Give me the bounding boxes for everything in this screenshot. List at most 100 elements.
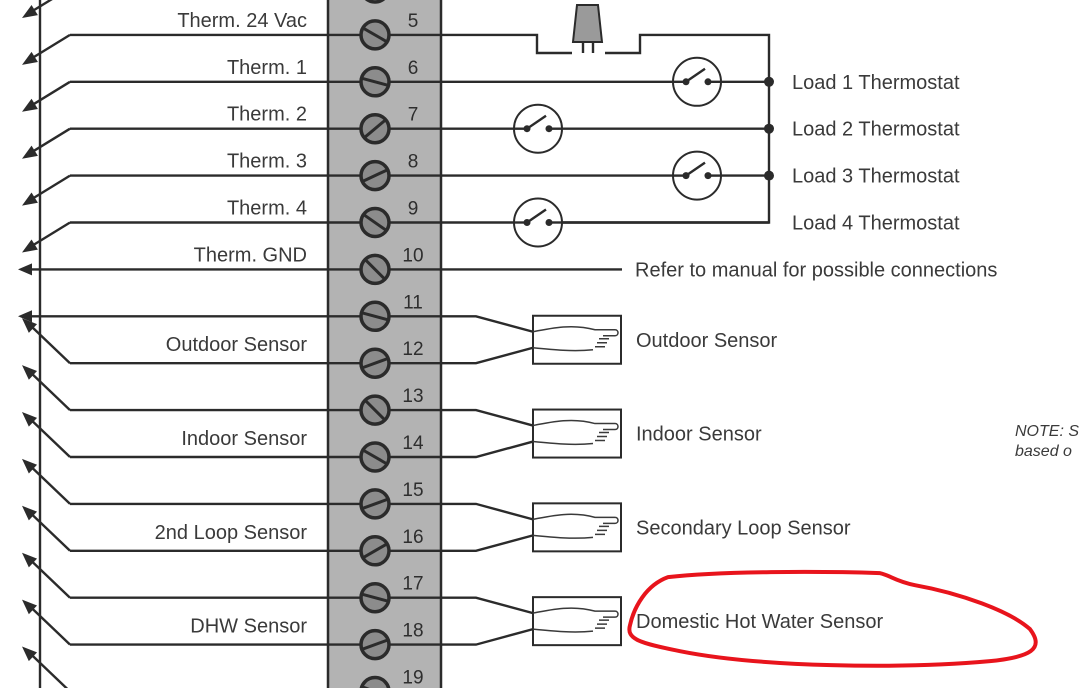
thermostat-label: Load 1 Thermostat	[792, 72, 960, 94]
sensor-box	[532, 596, 622, 647]
screw-slot	[362, 357, 388, 370]
sensor-1: Outdoor Sensor	[441, 314, 778, 365]
thermostat-label: Load 3 Thermostat	[792, 166, 960, 188]
screw-slot	[362, 498, 388, 510]
terminal-screws: 45678910111213141516171819	[359, 0, 424, 688]
sensor-2: Indoor Sensor	[441, 408, 762, 459]
sensor-box	[532, 314, 622, 365]
screw-slot	[364, 259, 386, 280]
screw-slot	[362, 76, 388, 87]
note-line-1: NOTE: S	[1015, 423, 1079, 440]
arrow-icon	[22, 239, 38, 253]
arrow-icon	[22, 599, 38, 615]
lead-line	[25, 554, 71, 599]
thermostat-3: Load 3 Thermostat	[441, 150, 960, 201]
sensor-wire	[441, 596, 534, 615]
sensor-wire	[441, 502, 534, 521]
terminal-18: 18	[359, 621, 424, 661]
wire-nut-icon	[571, 4, 604, 43]
terminal-label: Therm. 24 Vac	[177, 10, 307, 32]
arrow-icon	[22, 145, 38, 159]
junction-dot	[764, 76, 774, 87]
terminal-block	[326, 0, 443, 688]
lead-line	[25, 601, 71, 646]
screw-slot	[362, 168, 388, 183]
arrow-icon	[22, 192, 38, 206]
terminal-number: 14	[402, 433, 424, 454]
sensor-3: Secondary Loop Sensor	[441, 502, 851, 553]
sensor-wire	[441, 346, 534, 365]
terminal-11: 11	[359, 292, 423, 333]
terminal-number: 12	[402, 339, 423, 360]
terminal-4: 4	[364, 0, 386, 4]
terminal-6: 6	[359, 58, 418, 98]
terminal-number: 15	[402, 480, 423, 501]
screw-icon	[359, 675, 391, 688]
terminal-14: 14	[359, 433, 424, 473]
terminal-number: 19	[402, 668, 423, 688]
terminal-label: Therm. 1	[227, 57, 307, 79]
arrow-icon	[22, 412, 38, 427]
pointing-hand-icon	[532, 513, 619, 539]
arrow-icon	[22, 505, 38, 521]
thermostat-label: Load 4 Thermostat	[792, 213, 960, 235]
terminal-19: 19	[359, 668, 424, 688]
pointing-hand-icon	[532, 325, 619, 352]
terminal-number: 5	[408, 11, 419, 32]
screw-slot	[362, 449, 388, 465]
terminal-number: 18	[402, 621, 423, 642]
switch-blade	[685, 67, 706, 83]
sensor-label: Secondary Loop Sensor	[636, 517, 851, 539]
terminal-10: 10	[359, 245, 424, 286]
highlight-annotation	[627, 569, 1038, 668]
terminal-5: 5	[359, 11, 419, 51]
arrow-icon	[18, 310, 32, 323]
side-note: NOTE: S based o	[1015, 423, 1079, 460]
gnd-note: Refer to manual for possible connections	[635, 259, 997, 281]
terminal-number: 16	[402, 527, 423, 548]
screw-icon	[364, 0, 386, 4]
lead-line	[25, 414, 71, 458]
terminal-label: DHW Sensor	[190, 616, 307, 638]
sensor-wire	[441, 408, 534, 427]
sensor-box	[532, 502, 622, 553]
lead-line	[25, 320, 71, 365]
thermostat-1: Load 1 Thermostat	[441, 56, 960, 107]
terminal-label: Therm. 2	[227, 104, 307, 126]
sensor-wire	[441, 440, 534, 459]
terminal-number: 8	[408, 152, 419, 173]
arrow-icon	[22, 51, 38, 65]
lead-line	[25, 367, 71, 411]
terminal-15: 15	[359, 480, 424, 520]
terminal-label: Therm. GND	[194, 244, 307, 266]
pointing-hand-icon	[532, 607, 619, 633]
terminal-label: Outdoor Sensor	[166, 334, 308, 356]
sensor-wire	[441, 534, 534, 552]
terminal-label: 2nd Loop Sensor	[155, 522, 308, 544]
arrow-icon	[22, 646, 38, 662]
terminal-strip	[38, 0, 443, 688]
sensor-box	[532, 408, 622, 459]
lead-line	[25, 461, 71, 505]
sensor-label: Outdoor Sensor	[636, 330, 778, 352]
sensor-wire	[441, 315, 534, 333]
screw-slot	[362, 311, 388, 322]
highlight-circle	[627, 569, 1038, 668]
pointing-hand-icon	[532, 419, 619, 446]
screw-slot	[364, 399, 386, 421]
arrow-icon	[22, 458, 38, 474]
screw-slot	[362, 638, 388, 651]
lead-line	[25, 507, 71, 552]
terminal-label: Indoor Sensor	[181, 428, 307, 450]
junction-dot	[764, 170, 774, 181]
terminal-label: Therm. 4	[227, 198, 307, 220]
switch-blade	[526, 208, 547, 224]
arrow-icon	[22, 318, 38, 333]
terminal-number: 10	[402, 245, 423, 266]
terminal-8: 8	[359, 152, 419, 192]
arrow-icon	[22, 365, 38, 380]
terminal-9: 9	[359, 199, 418, 239]
